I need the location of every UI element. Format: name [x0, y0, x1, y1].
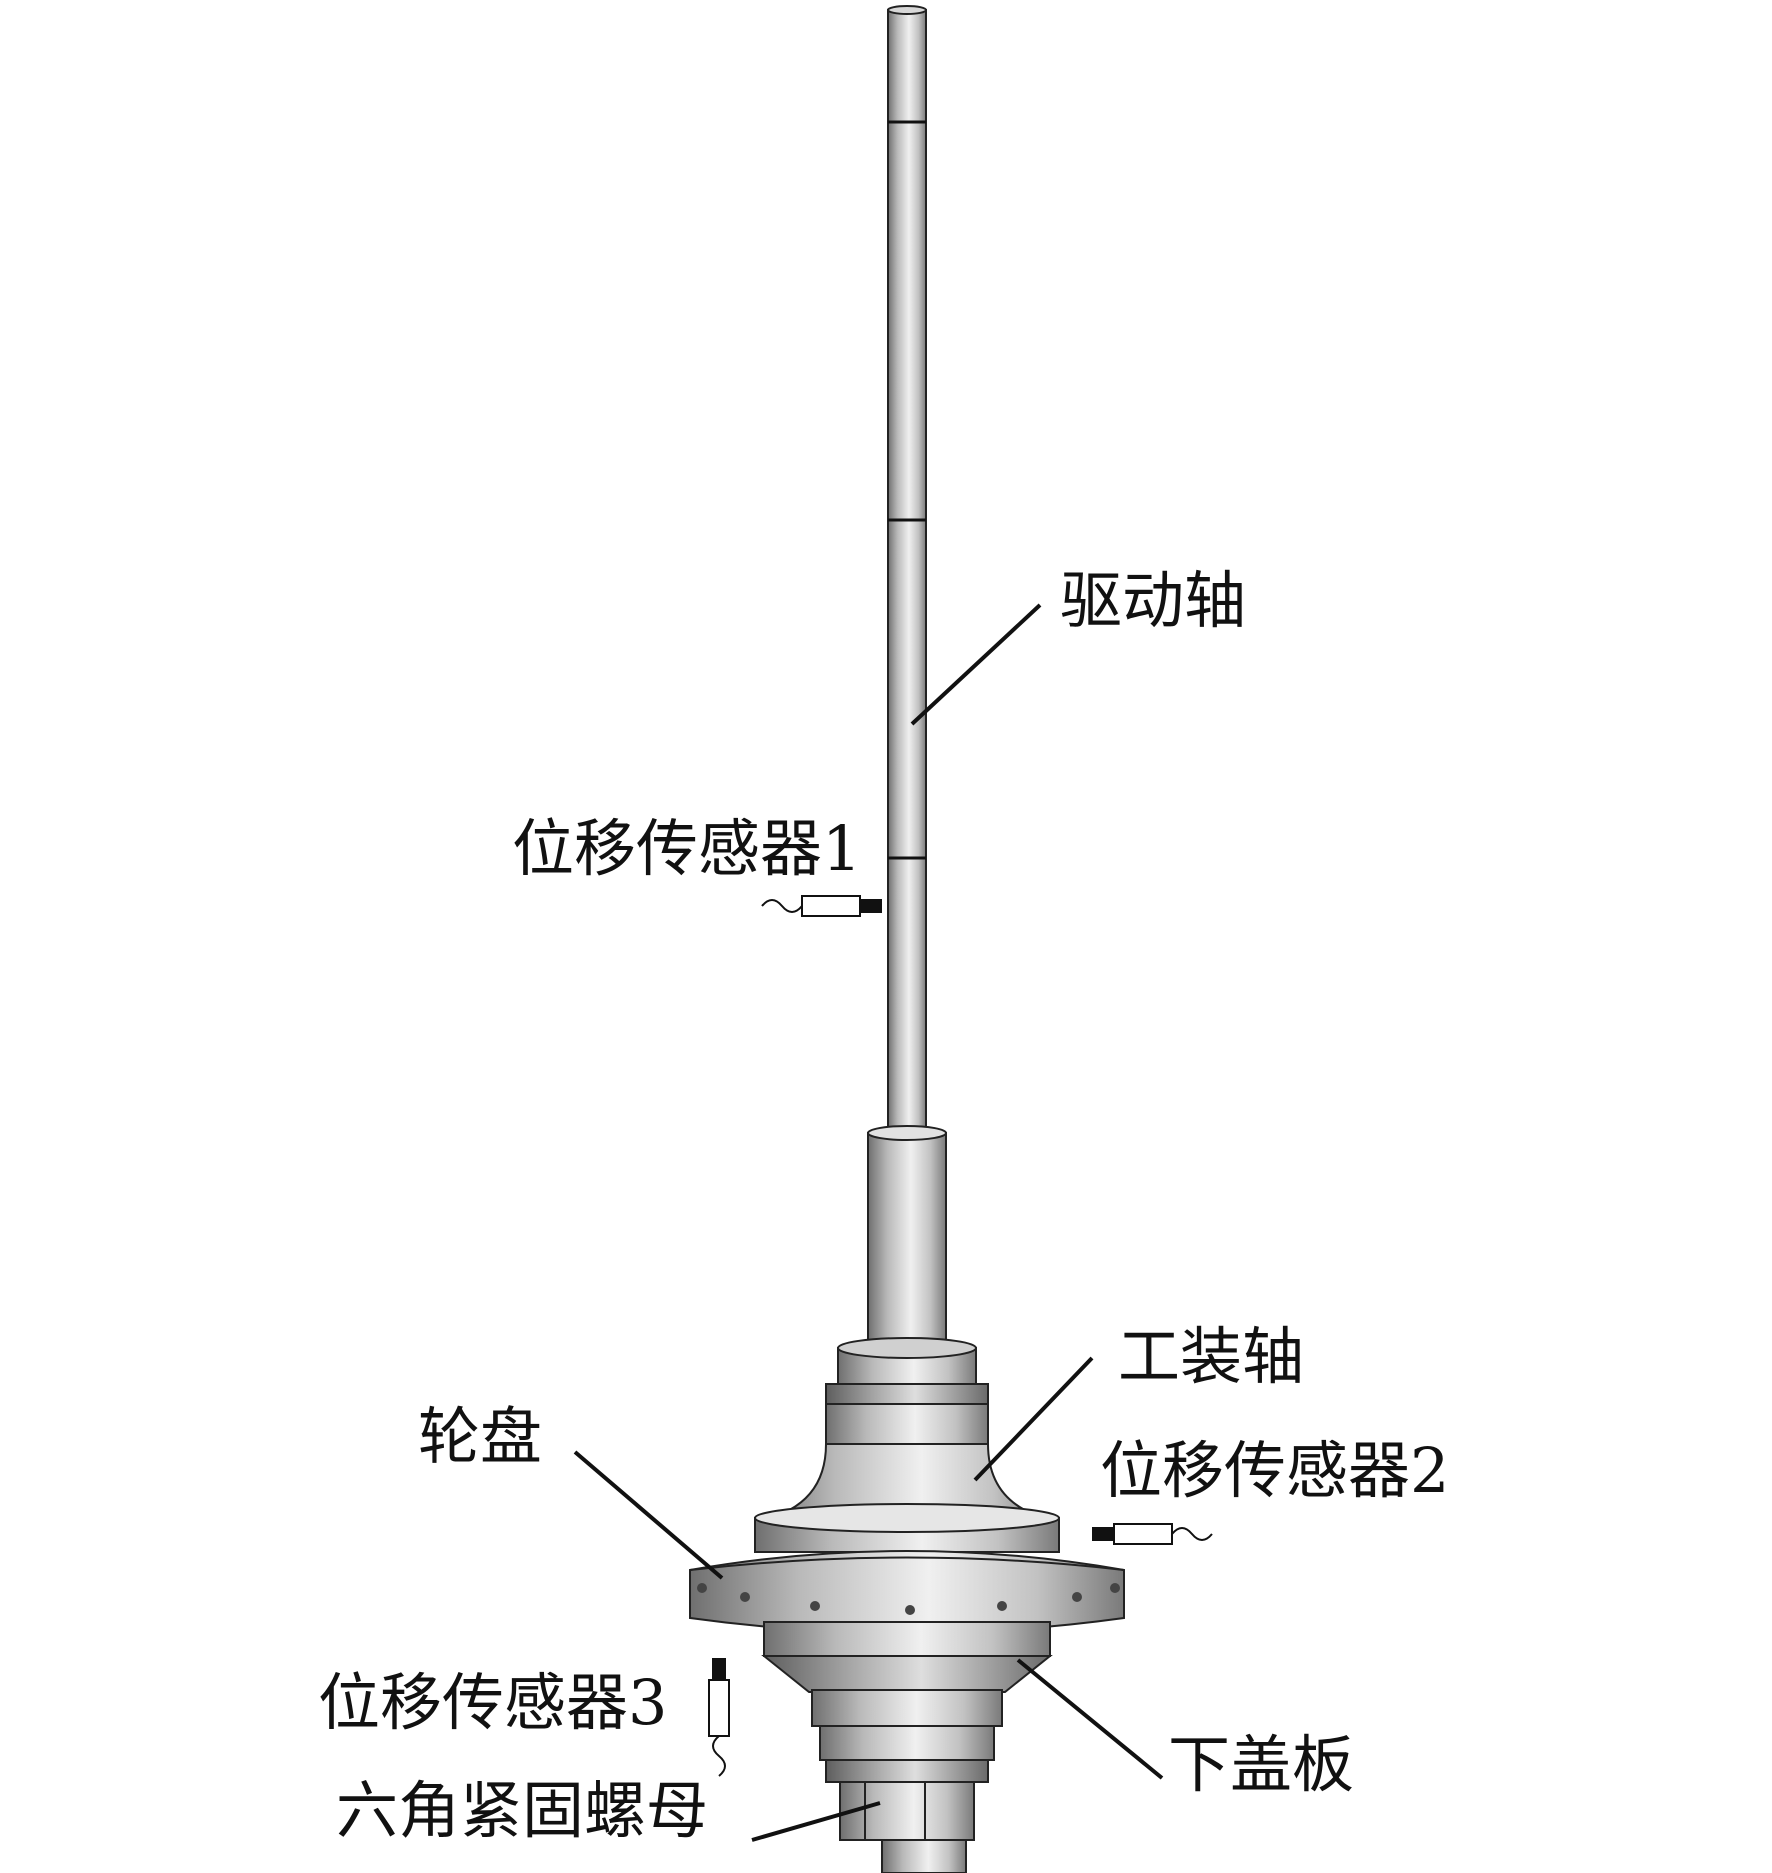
label-wheel-disk: 轮盘 [418, 1400, 543, 1473]
upper-flange [754, 1503, 1060, 1553]
drive-shaft [887, 5, 927, 1136]
label-lower-cover: 下盖板 [1168, 1728, 1355, 1801]
label-fixture-shaft: 工装轴 [1118, 1320, 1305, 1393]
leader-lower-cover [1016, 1658, 1164, 1780]
label-drive-shaft: 驱动轴 [1060, 564, 1247, 637]
sensor-3-probe [708, 1658, 730, 1777]
leader-hex-nut [751, 1801, 881, 1842]
label-hex-nut: 六角紧固螺母 [336, 1774, 709, 1847]
leader-drive-shaft [910, 603, 1042, 726]
shaft-end [881, 1839, 967, 1873]
sensor-1-probe [761, 895, 882, 917]
leader-wheel-disk [573, 1450, 724, 1580]
hex-nut [839, 1781, 975, 1841]
leader-lines [573, 603, 1164, 1842]
wheel-disk [689, 1550, 1125, 1634]
shaft-sleeve [867, 1125, 947, 1352]
lower-cover-plate [811, 1689, 1003, 1783]
sensor-2-probe [1092, 1523, 1213, 1545]
label-sensor-1: 位移传感器1 [512, 812, 862, 885]
fixture-shaft [761, 1337, 1053, 1521]
leader-fixture-shaft [973, 1356, 1094, 1482]
lower-hub [761, 1621, 1053, 1693]
bolt-holes [697, 1583, 1120, 1615]
label-sensor-2: 位移传感器2 [1100, 1434, 1450, 1507]
label-sensor-3: 位移传感器3 [318, 1666, 668, 1739]
